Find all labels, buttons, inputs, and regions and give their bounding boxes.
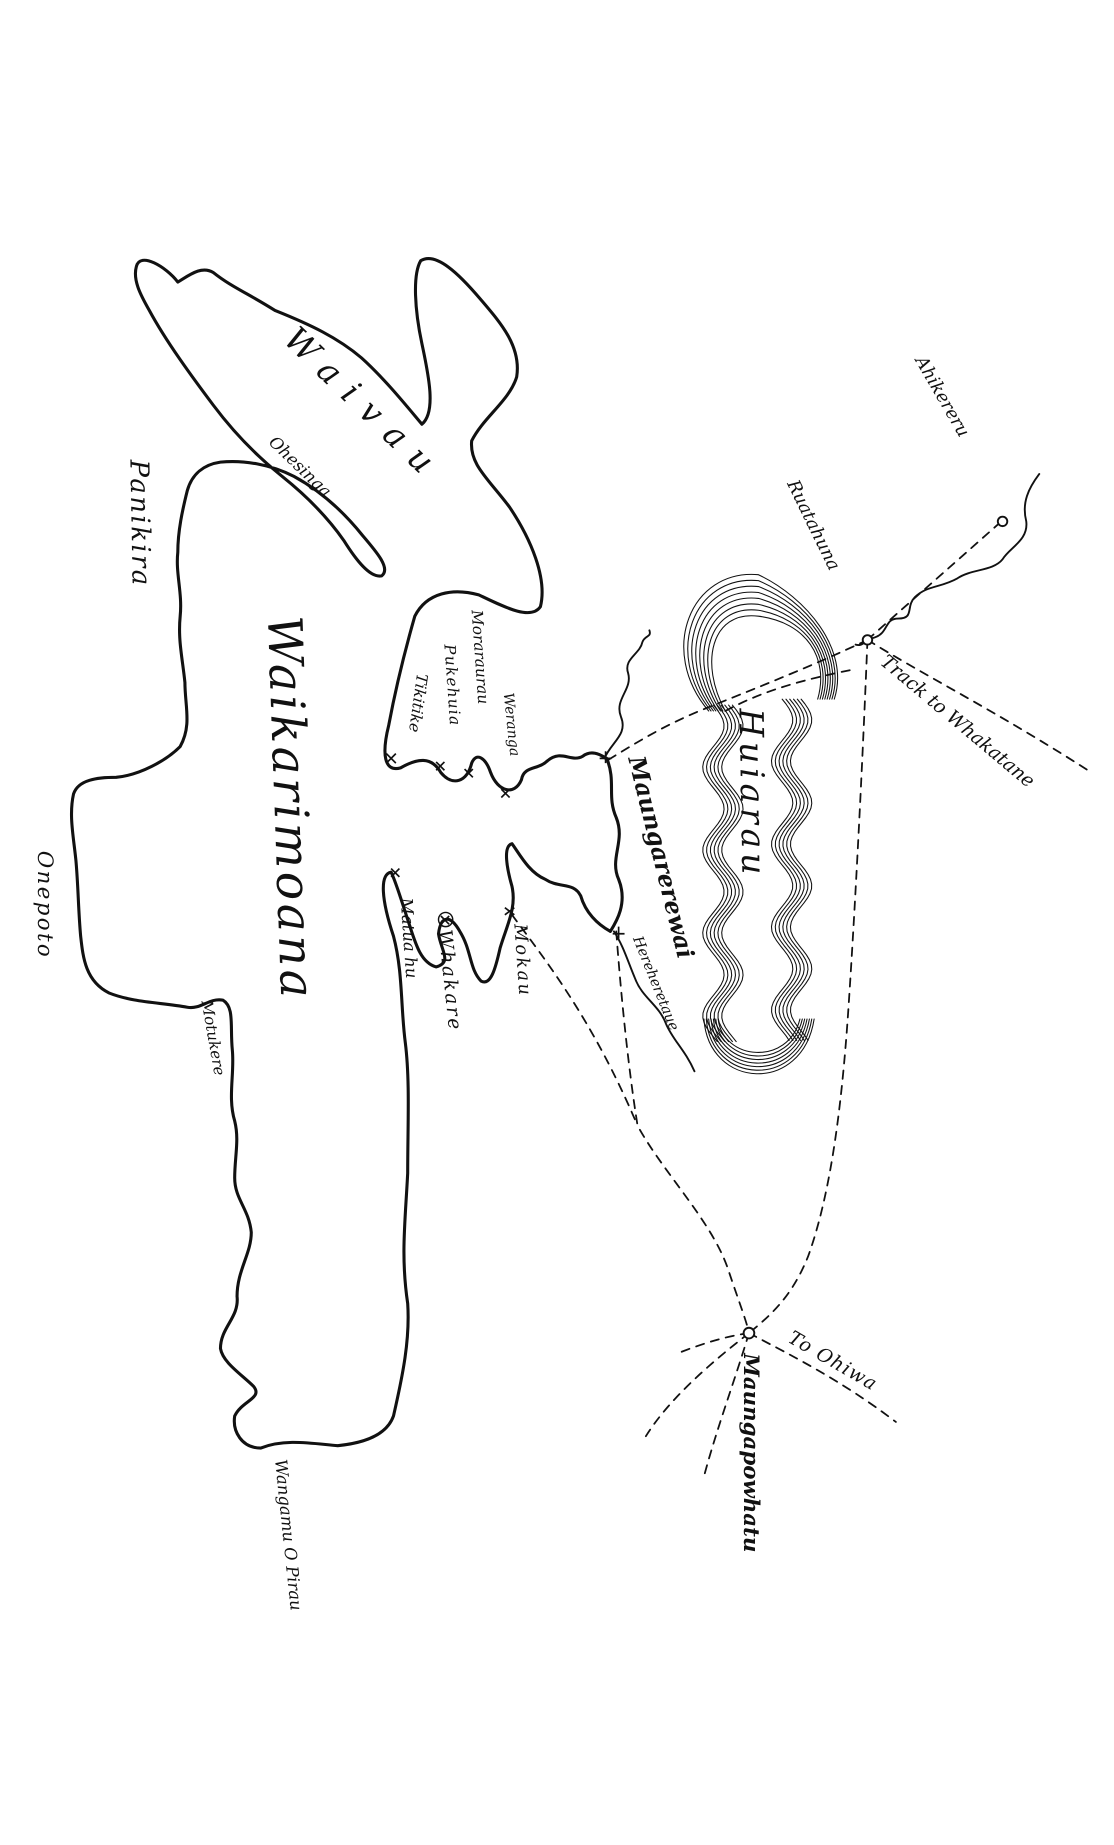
label-weranga: Weranga: [500, 692, 523, 757]
stream-hereheretaue: [612, 930, 696, 1073]
label-motukere: Motukere: [197, 998, 228, 1077]
label-maungarerewai: Maungarerewai: [622, 752, 700, 961]
label-to-ohiwa: To Ohiwa: [784, 1327, 881, 1396]
ridge-east-hatch: [770, 698, 794, 1041]
track-over-range: [724, 668, 855, 712]
ridge-east-hatch: [782, 698, 805, 1041]
ring-whakare: [437, 911, 454, 928]
label-panikira: Panikira: [123, 458, 155, 588]
track-mokau: [511, 913, 639, 1127]
range-cap-hatch: [699, 597, 829, 712]
ridge-west-hatch: [706, 704, 729, 1043]
label-pukehuia: Pukehuia: [440, 643, 464, 727]
label-moraraurau: Moraraurau: [468, 608, 493, 704]
range-cap-hatch: [695, 591, 831, 712]
range-south-hatch: [708, 1018, 810, 1068]
range-south-hatch: [705, 1018, 813, 1071]
track-to-whakatane: [866, 638, 1089, 772]
ridge-east-hatch: [786, 698, 809, 1041]
node-maungapowhatu: [742, 1326, 756, 1340]
label-mokau: Mokau: [509, 922, 534, 998]
ridge-east-hatch: [778, 698, 801, 1041]
cross-mokau: [504, 907, 515, 916]
label-maungapowhatu: Maungapowhatu: [738, 1352, 763, 1552]
ridge-west-hatch: [702, 704, 725, 1043]
label-ruatahuna: Ruatahuna: [782, 476, 843, 574]
range-cap-hatch: [711, 615, 822, 712]
label-tikitike: Tikitike: [405, 673, 431, 734]
river-ahikereru: [854, 473, 1041, 647]
label-huiarau: Huiarau: [731, 707, 773, 879]
cross-moraraurau: [463, 768, 474, 778]
node-ahikereru: [996, 515, 1009, 528]
cross-maungarerewai: [599, 751, 612, 764]
range-cap-hatch: [691, 585, 834, 712]
label-onepoto: Onepoto: [32, 851, 57, 959]
cross-pukehuia: [435, 761, 446, 771]
river-maungarerewai-upper: [603, 629, 651, 760]
range-cap-hatch: [703, 603, 827, 712]
village-markers: [385, 751, 625, 939]
label-lake-waikarimoana: Waikarimoana: [256, 615, 324, 1003]
ridge-west-hatch: [709, 704, 733, 1043]
range-cap-hatch: [683, 574, 839, 712]
range-south-hatch: [710, 1018, 808, 1064]
range-south-hatch: [712, 1018, 806, 1061]
track-ruatahuna-maungapowhatu: [748, 638, 869, 1334]
track-to-ohiwa: [748, 1332, 897, 1423]
range-south-hatch: [717, 1018, 801, 1053]
track-ruatahuna-ahikereru: [866, 520, 1003, 641]
label-wangamu-o-pirau: Wangamu O Pirau: [271, 1458, 306, 1611]
ridge-west-hatch: [721, 704, 744, 1043]
cross-hereheretaue: [612, 926, 625, 939]
track-ruatahuna-maungarerewai: [605, 638, 869, 762]
lake-shoreline: [69, 257, 624, 1450]
cross-tikitike: [385, 753, 397, 764]
ridge-east-hatch: [774, 698, 798, 1041]
cross-matuahu: [390, 867, 400, 878]
track-maungarerewai-south: [615, 930, 750, 1334]
range-south-hatch: [703, 1018, 815, 1075]
track-west-of-node: [676, 1332, 750, 1355]
ridge-east-hatch: [789, 698, 813, 1041]
track-south: [703, 1332, 750, 1478]
label-track-to-whakatane: Track to Whakatane: [876, 651, 1039, 793]
label-ahikereru: Ahikereru: [910, 351, 973, 441]
range-cap-hatch: [687, 580, 836, 712]
ridge-west-hatch: [717, 704, 740, 1043]
range-south-hatch: [715, 1018, 803, 1057]
ridge-west-hatch: [713, 704, 736, 1043]
node-ruatahuna: [861, 634, 874, 646]
label-whakare: Whakare: [434, 928, 467, 1032]
track-southwest: [644, 1332, 750, 1438]
cross-whakare: [440, 915, 450, 925]
cross-weranga: [500, 788, 511, 799]
